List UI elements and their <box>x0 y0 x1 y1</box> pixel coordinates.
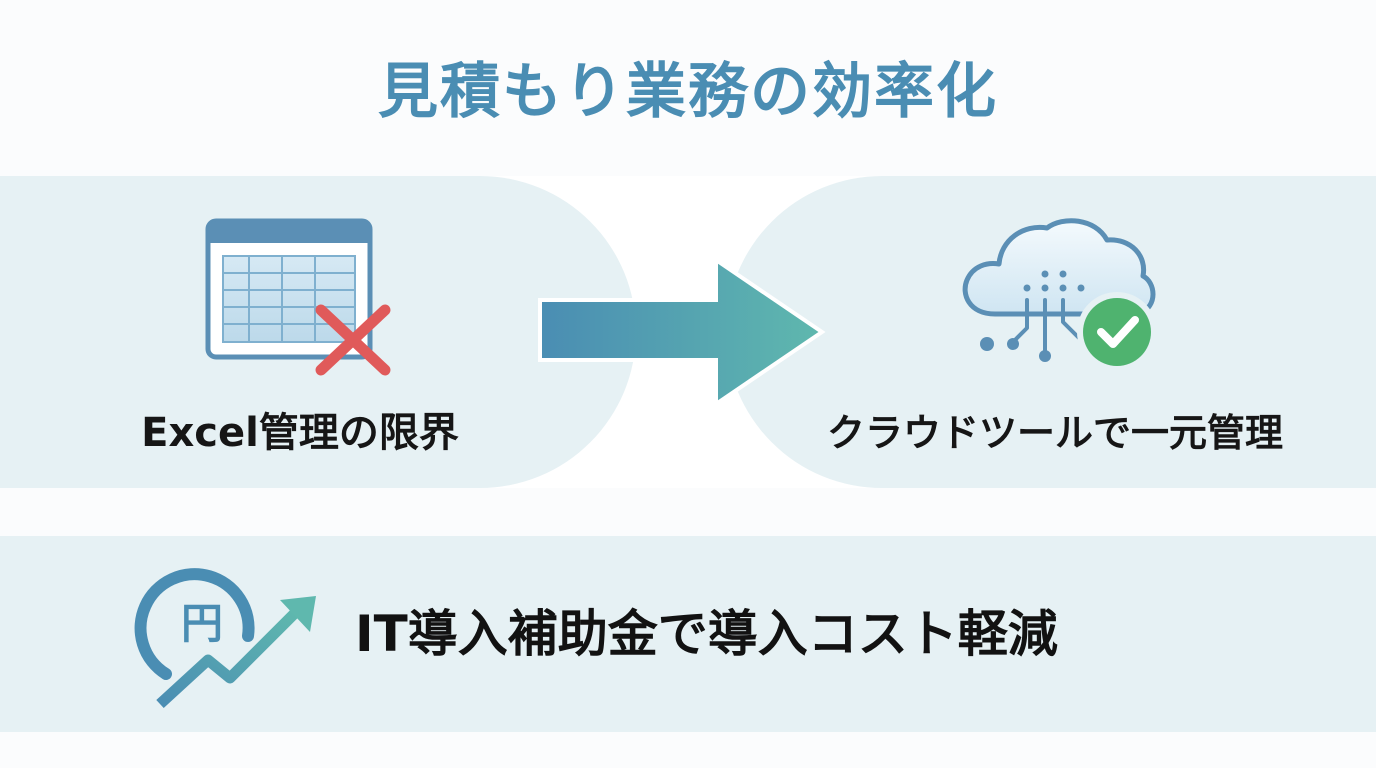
spreadsheet-x-icon <box>205 218 391 376</box>
right-arrow-icon <box>538 258 826 406</box>
right-panel-label: クラウドツールで一元管理 <box>826 411 1283 455</box>
yen-growth-icon: 円 <box>134 568 316 709</box>
page-title: 見積もり業務の効率化 <box>378 57 998 127</box>
subsidy-label: IT導入補助金で導入コスト軽減 <box>355 605 1058 663</box>
cloud-check-icon <box>962 218 1157 372</box>
left-panel-label: Excel管理の限界 <box>141 410 459 456</box>
yen-symbol: 円 <box>181 599 223 648</box>
